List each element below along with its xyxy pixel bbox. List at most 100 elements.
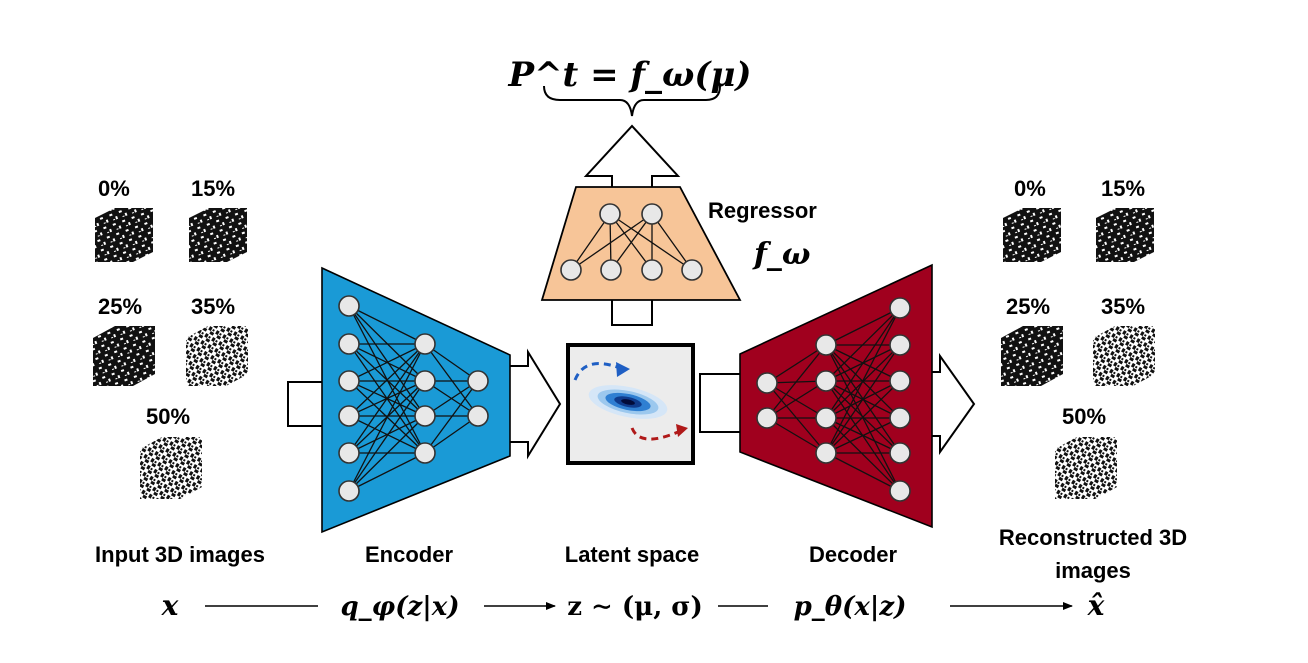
regressor-edge [609, 213, 693, 271]
voxel-image-input-35 [186, 326, 248, 386]
encoder-network [338, 295, 489, 502]
decoder-edge [825, 344, 901, 454]
decoder-neuron [756, 372, 778, 394]
decoder-neuron [756, 407, 778, 429]
input-pct-0: 0% [98, 176, 130, 201]
input-pct-15: 15% [191, 176, 235, 201]
decoder-edge [766, 344, 827, 384]
symbol-x: x [161, 589, 179, 622]
output-pct-35: 35% [1101, 294, 1145, 319]
encoder-edge [348, 415, 426, 492]
regressor-edge [610, 213, 653, 271]
encoder-edge [348, 380, 426, 492]
encoder-neuron [338, 480, 360, 502]
voxel-image-input-15 [189, 208, 247, 262]
decoder-formula: p_θ(x|z) [794, 592, 907, 622]
voxel-image-input-50 [140, 437, 202, 499]
decoder-edge [766, 344, 827, 419]
regressor-neuron [641, 259, 663, 281]
regressor-edge [651, 213, 693, 271]
decoder-neuron [815, 334, 837, 356]
encoder-neuron [338, 370, 360, 392]
latent-formula: z ∼ (μ, σ) [567, 592, 703, 622]
latent-caption: Latent space [565, 542, 700, 567]
decoder-neuron [889, 370, 911, 392]
input-pct-25: 25% [98, 294, 142, 319]
encoder-edge [348, 343, 426, 417]
decoder-edge [766, 380, 827, 419]
voxel-image-input-0 [95, 208, 153, 262]
latent-arrowhead-blue [616, 362, 630, 377]
voxel-image-output-15 [1096, 208, 1154, 262]
encoder-formula: q_φ(z|x) [340, 592, 459, 622]
decoder-neuron [889, 480, 911, 502]
decoder-edge [825, 307, 901, 346]
voxel-image-output-0 [1003, 208, 1061, 262]
encoder-neuron [414, 370, 436, 392]
decoder-neuron [889, 407, 911, 429]
regressor-neuron [560, 259, 582, 281]
decoder-edge [766, 417, 827, 454]
encoder-edge [424, 343, 479, 417]
encoder-neuron [467, 405, 489, 427]
voxel-image-output-35 [1093, 326, 1155, 386]
output-images: 0% 15% 25% 35% 50% [1001, 176, 1155, 499]
input-caption: Input 3D images [95, 542, 265, 567]
decoder-edge [766, 382, 827, 419]
latent-trajectory-red [630, 427, 679, 441]
encoder-neuron [338, 333, 360, 355]
hollow-arrow-output [920, 352, 976, 456]
decoder-edge [825, 307, 901, 454]
latent-trajectory-blue [573, 362, 621, 381]
encoder-neuron [467, 370, 489, 392]
posterior-formula: P^t = f_ω(μ) [508, 55, 752, 95]
curly-brace [543, 85, 721, 117]
regressor-neuron [641, 203, 663, 225]
decoder-neuron [889, 334, 911, 356]
decoder-edge [825, 452, 901, 492]
decoder-neuron [815, 370, 837, 392]
decoder-edge [825, 417, 901, 454]
regressor-neuron [600, 259, 622, 281]
output-pct-25: 25% [1006, 294, 1050, 319]
latent-gaussian [588, 385, 668, 419]
input-pct-35: 35% [191, 294, 235, 319]
decoder-neuron [815, 407, 837, 429]
output-caption-line2: images [1055, 558, 1131, 583]
input-images: 0% 15% 25% 35% 50% [93, 176, 248, 499]
encoder-neuron [414, 333, 436, 355]
decoder-edge [825, 380, 901, 454]
decoder-neuron [889, 442, 911, 464]
encoder-edge [348, 343, 426, 454]
regressor-edge [570, 213, 653, 271]
regressor-label: Regressor [708, 198, 817, 223]
encoder-edge [348, 343, 426, 382]
encoder-neuron [414, 442, 436, 464]
decoder-neuron [889, 297, 911, 319]
voxel-image-output-50 [1055, 437, 1117, 499]
decoder-edge [825, 307, 901, 419]
regressor-network [560, 203, 703, 281]
regressor-neuron [599, 203, 621, 225]
encoder-neuron [414, 405, 436, 427]
encoder-neuron [338, 405, 360, 427]
output-pct-0: 0% [1014, 176, 1046, 201]
encoder-edge [348, 305, 426, 417]
encoder-edge [348, 305, 426, 345]
encoder-edge [348, 343, 426, 492]
decoder-caption: Decoder [809, 542, 897, 567]
symbol-x-hat: x̂ [1087, 589, 1105, 622]
encoder-neuron [338, 295, 360, 317]
regressor-edge [570, 213, 611, 271]
input-pct-50: 50% [146, 404, 190, 429]
decoder-neuron [815, 442, 837, 464]
decoder-network [756, 297, 911, 502]
hollow-arrow-encoder-out [510, 348, 562, 460]
voxel-image-input-25 [93, 326, 155, 386]
decoder-edge [825, 307, 901, 382]
output-pct-15: 15% [1101, 176, 1145, 201]
encoder-edge [348, 415, 426, 454]
regressor-neuron [681, 259, 703, 281]
encoder-caption: Encoder [365, 542, 453, 567]
